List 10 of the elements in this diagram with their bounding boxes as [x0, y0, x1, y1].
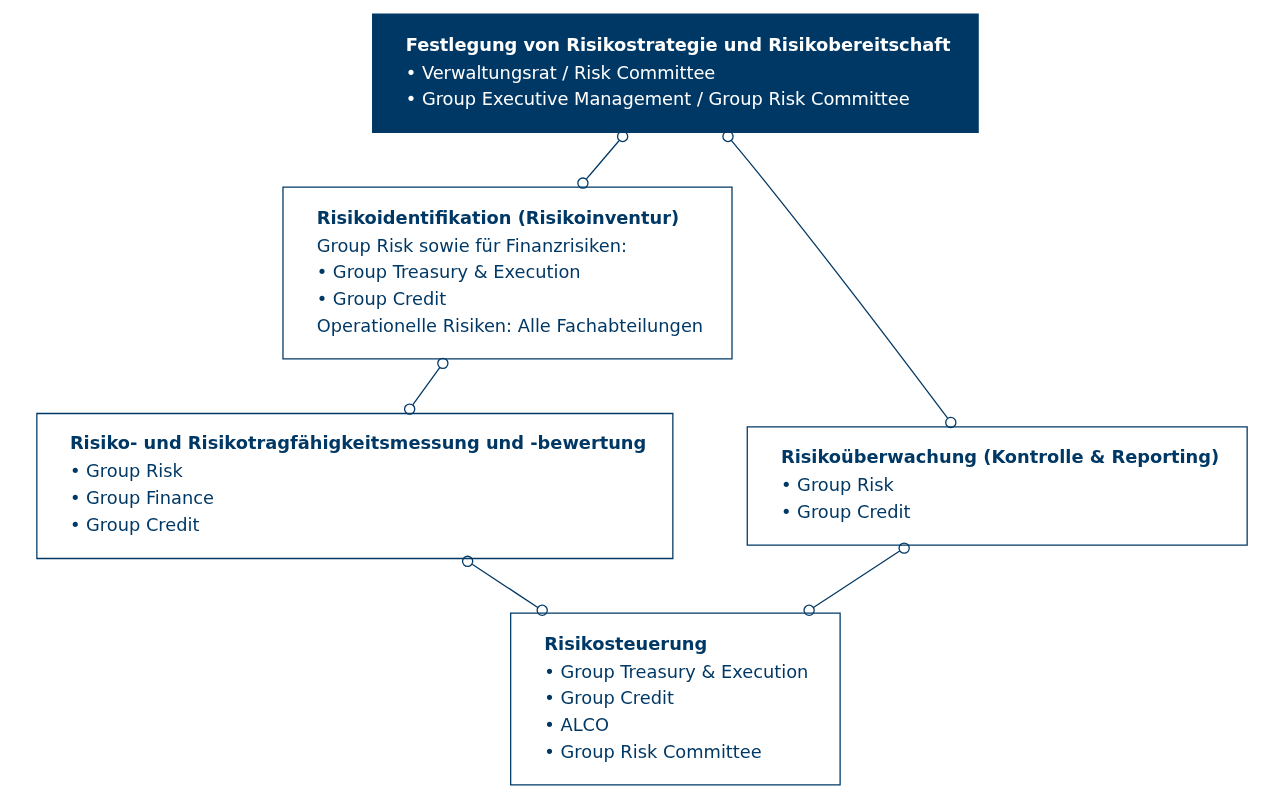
connector — [403, 357, 449, 415]
node-box: Risikosteuerung • Group Treasury & Execution • Group Credit • ALCO • Group Risk Committee — [510, 612, 841, 786]
node-box: Festlegung von Risikostrategie und Risikobereitschaft • Verwaltungsrat / Risk Committee • Group Executive Management / Group Risk Committee — [372, 12, 979, 133]
connector — [722, 130, 957, 428]
node-box: Risiko- und Risikotragfähigkeitsmessung und -bewertung • Group Risk • Group Finance • Group Credit — [36, 412, 674, 559]
node-box: Risikoidentifikation (Risikoinventur) Group Risk sowie für Finanzrisiken: • Group Treasury & Execution • Group Credit Operationelle Risiken: Alle Fachabteilungen — [282, 185, 733, 359]
connector — [803, 541, 910, 616]
connector — [461, 555, 548, 616]
connector — [577, 130, 629, 189]
node-box: Risikoüberwachung (Kontrolle & Reporting) • Group Risk • Group Credit — [746, 425, 1248, 546]
